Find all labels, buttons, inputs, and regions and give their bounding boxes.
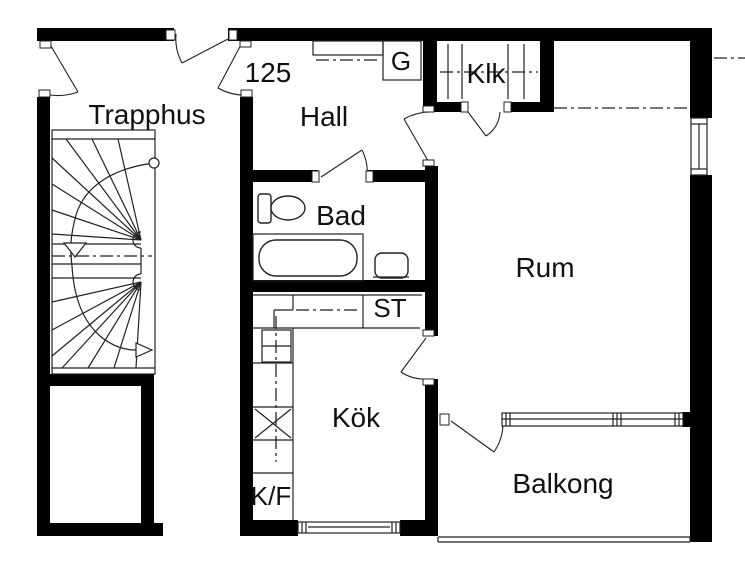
wall-right-main: [690, 175, 712, 542]
dishwasher: [254, 408, 292, 439]
walls: [37, 28, 712, 542]
wall-stairwell-left: [37, 97, 50, 536]
bad-label: Bad: [316, 200, 366, 231]
wall-kok-bottom-left: [240, 520, 298, 536]
garderob-label: G: [391, 46, 411, 76]
wall-balkong-band-end: [682, 412, 712, 427]
door-jambs: [38, 29, 512, 426]
doors: [47, 33, 504, 453]
wall-top-left: [37, 28, 174, 41]
hall-label: Hall: [300, 101, 348, 132]
trapphus-room: Trapphus: [51, 99, 206, 375]
bad-door: [320, 149, 368, 178]
kitchen-sink: [261, 329, 292, 363]
wall-bad-top-right: [367, 170, 438, 182]
kyl-frys-label: K/F: [251, 481, 291, 511]
balkong: Balkong: [437, 412, 691, 543]
wall-apartment-left: [240, 97, 253, 536]
kok-room: Kök K/F ST: [251, 293, 422, 534]
toilet: [257, 193, 306, 224]
washbasin: [373, 252, 409, 279]
kitchen-counter: [253, 294, 422, 520]
landing-door: [175, 33, 229, 64]
wall-stair-separator: [50, 374, 154, 386]
wall-kok-balkong-left: [425, 379, 438, 536]
balkong-railing: [437, 536, 691, 543]
wall-kok-door-post-top: [425, 292, 438, 336]
stair-mid-landing: [52, 231, 152, 291]
wall-klk-bottom-right: [505, 102, 554, 112]
walk-line-start: [148, 157, 160, 169]
rum-east-window: [690, 117, 708, 176]
bad-room: Bad: [252, 193, 409, 282]
stair-treads-lower: [51, 281, 155, 369]
rum-label: Rum: [515, 252, 574, 283]
balkong-door: [450, 420, 504, 453]
wall-stairwell-bottom: [37, 523, 163, 536]
kok-south-window: [297, 521, 401, 534]
wall-bad-top-left: [240, 170, 318, 182]
wall-right-upper: [690, 41, 712, 118]
wall-bad-bottom: [240, 280, 438, 292]
wall-stairwell-inner-right: [141, 374, 154, 536]
st-closet: ST: [373, 293, 406, 323]
apartment-number: 125: [245, 57, 292, 88]
winder-staircase: [51, 129, 160, 375]
kok-label: Kök: [332, 402, 381, 433]
stair-treads-upper: [51, 138, 142, 245]
klk-closet: Klk: [440, 44, 538, 99]
wall-klk-left: [423, 28, 437, 112]
bathtub: [252, 233, 364, 282]
balkong-window-band: [501, 412, 684, 427]
rum-room: Rum: [515, 57, 745, 283]
fridge-freezer: K/F: [251, 481, 291, 511]
hat-shelf: [312, 40, 384, 61]
balkong-label: Balkong: [512, 468, 613, 499]
wall-hall-rum: [425, 166, 438, 292]
trapphus-door: [47, 40, 79, 97]
entry-door-125: [217, 40, 248, 96]
klk-clothes-rails: [440, 44, 538, 99]
trapphus-label: Trapphus: [88, 99, 205, 130]
klk-door: [467, 111, 501, 137]
kok-door: [400, 337, 427, 380]
walk-line-arrow: [135, 342, 154, 358]
stadskap-label: ST: [373, 293, 406, 323]
wardrobe-g: G: [382, 40, 422, 81]
stair-walk-line: [62, 157, 160, 358]
wall-klk-right: [540, 28, 554, 112]
wall-kok-bottom-right: [400, 520, 438, 536]
wall-top-main: [228, 28, 712, 41]
klk-label: Klk: [467, 58, 507, 89]
hall-rum-door: [403, 111, 432, 167]
stair-down-triangle: [62, 242, 88, 258]
wall-klk-bottom-left: [423, 102, 467, 112]
hall-room: 125 Hall G: [245, 40, 422, 132]
